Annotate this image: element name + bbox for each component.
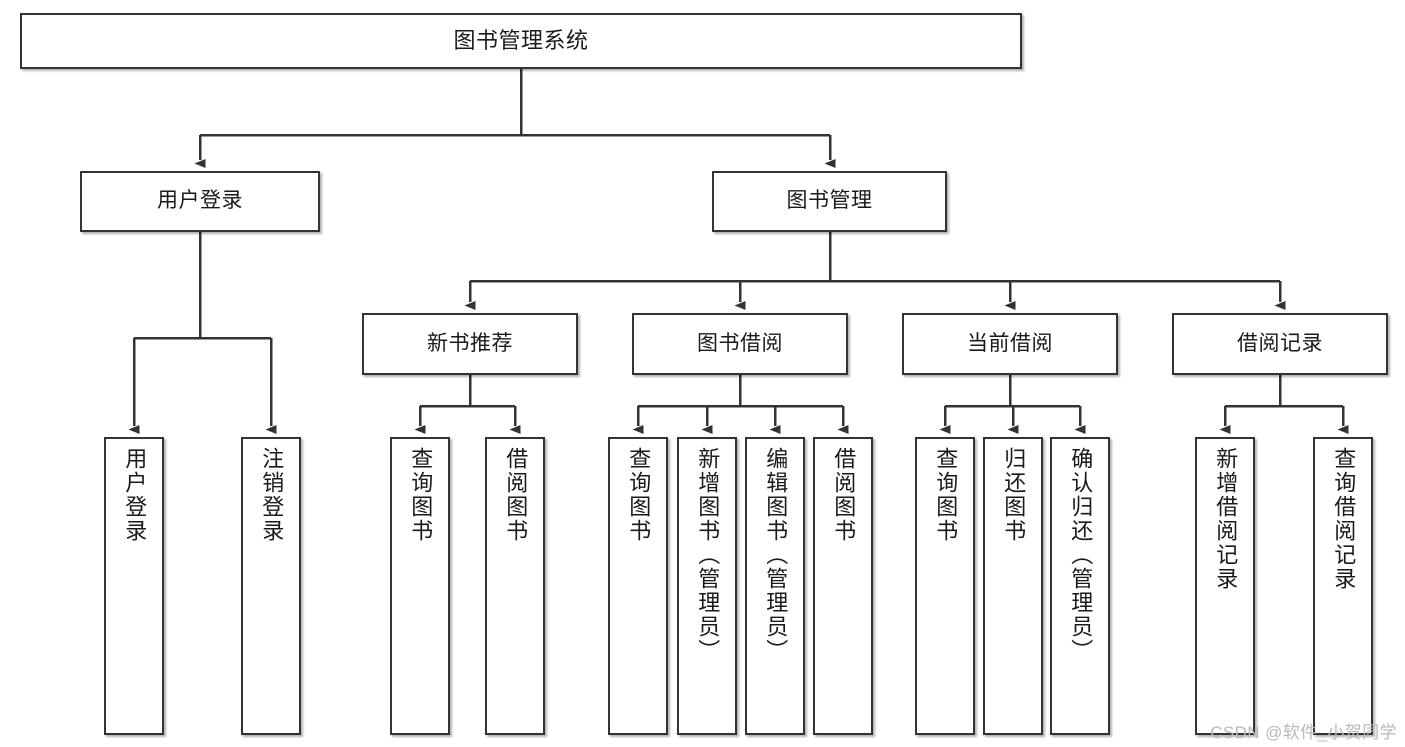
node-leaf-return-book[interactable]: 归还图书 bbox=[983, 437, 1043, 735]
node-leaf-add-book-admin[interactable]: 新增图书（管理员） bbox=[677, 437, 737, 735]
node-root-label: 图书管理系统 bbox=[453, 28, 589, 54]
node-leaf-logout-login-label: 注销登录 bbox=[259, 447, 285, 543]
node-leaf-add-borrow-record[interactable]: 新增借阅记录 bbox=[1195, 437, 1255, 735]
node-leaf-borrow-book-1-label: 借阅图书 bbox=[503, 447, 529, 543]
node-leaf-borrow-book-2[interactable]: 借阅图书 bbox=[813, 437, 873, 735]
node-current-borrow-label: 当前借阅 bbox=[967, 331, 1053, 355]
watermark-text: CSDN @软件_小贺同学 bbox=[1210, 723, 1397, 742]
node-book-borrow[interactable]: 图书借阅 bbox=[632, 313, 848, 375]
node-leaf-confirm-return-admin[interactable]: 确认归还（管理员） bbox=[1050, 437, 1110, 735]
node-new-book-recommend-label: 新书推荐 bbox=[427, 331, 513, 355]
node-leaf-query-borrow-record-label: 查询借阅记录 bbox=[1331, 447, 1357, 591]
node-leaf-query-book-3-label: 查询图书 bbox=[933, 447, 959, 543]
node-book-manage-label: 图书管理 bbox=[786, 189, 873, 213]
node-leaf-confirm-return-admin-label: 确认归还（管理员） bbox=[1068, 447, 1094, 663]
node-leaf-return-book-label: 归还图书 bbox=[1001, 447, 1027, 543]
node-leaf-borrow-book-1[interactable]: 借阅图书 bbox=[485, 437, 545, 735]
node-leaf-user-login[interactable]: 用户登录 bbox=[104, 437, 164, 735]
node-borrow-record[interactable]: 借阅记录 bbox=[1172, 313, 1388, 375]
node-leaf-borrow-book-2-label: 借阅图书 bbox=[831, 447, 857, 543]
node-leaf-query-book-3[interactable]: 查询图书 bbox=[915, 437, 975, 735]
node-leaf-logout-login[interactable]: 注销登录 bbox=[241, 437, 301, 735]
node-user-login-label: 用户登录 bbox=[157, 189, 243, 213]
node-leaf-query-book-1-label: 查询图书 bbox=[408, 447, 434, 543]
node-new-book-recommend[interactable]: 新书推荐 bbox=[362, 313, 578, 375]
node-leaf-query-book-2[interactable]: 查询图书 bbox=[608, 437, 668, 735]
node-user-login[interactable]: 用户登录 bbox=[80, 171, 320, 232]
node-leaf-edit-book-admin[interactable]: 编辑图书（管理员） bbox=[745, 437, 805, 735]
node-book-manage[interactable]: 图书管理 bbox=[712, 171, 947, 232]
node-leaf-user-login-label: 用户登录 bbox=[122, 447, 148, 543]
node-current-borrow[interactable]: 当前借阅 bbox=[902, 313, 1118, 375]
node-book-borrow-label: 图书借阅 bbox=[697, 331, 783, 355]
node-leaf-query-book-2-label: 查询图书 bbox=[626, 447, 652, 543]
node-leaf-add-book-admin-label: 新增图书（管理员） bbox=[695, 447, 721, 663]
node-leaf-edit-book-admin-label: 编辑图书（管理员） bbox=[763, 447, 789, 663]
node-root[interactable]: 图书管理系统 bbox=[20, 13, 1022, 69]
node-leaf-add-borrow-record-label: 新增借阅记录 bbox=[1213, 447, 1239, 591]
node-leaf-query-borrow-record[interactable]: 查询借阅记录 bbox=[1313, 437, 1373, 735]
node-leaf-query-book-1[interactable]: 查询图书 bbox=[390, 437, 450, 735]
node-borrow-record-label: 借阅记录 bbox=[1237, 331, 1323, 355]
